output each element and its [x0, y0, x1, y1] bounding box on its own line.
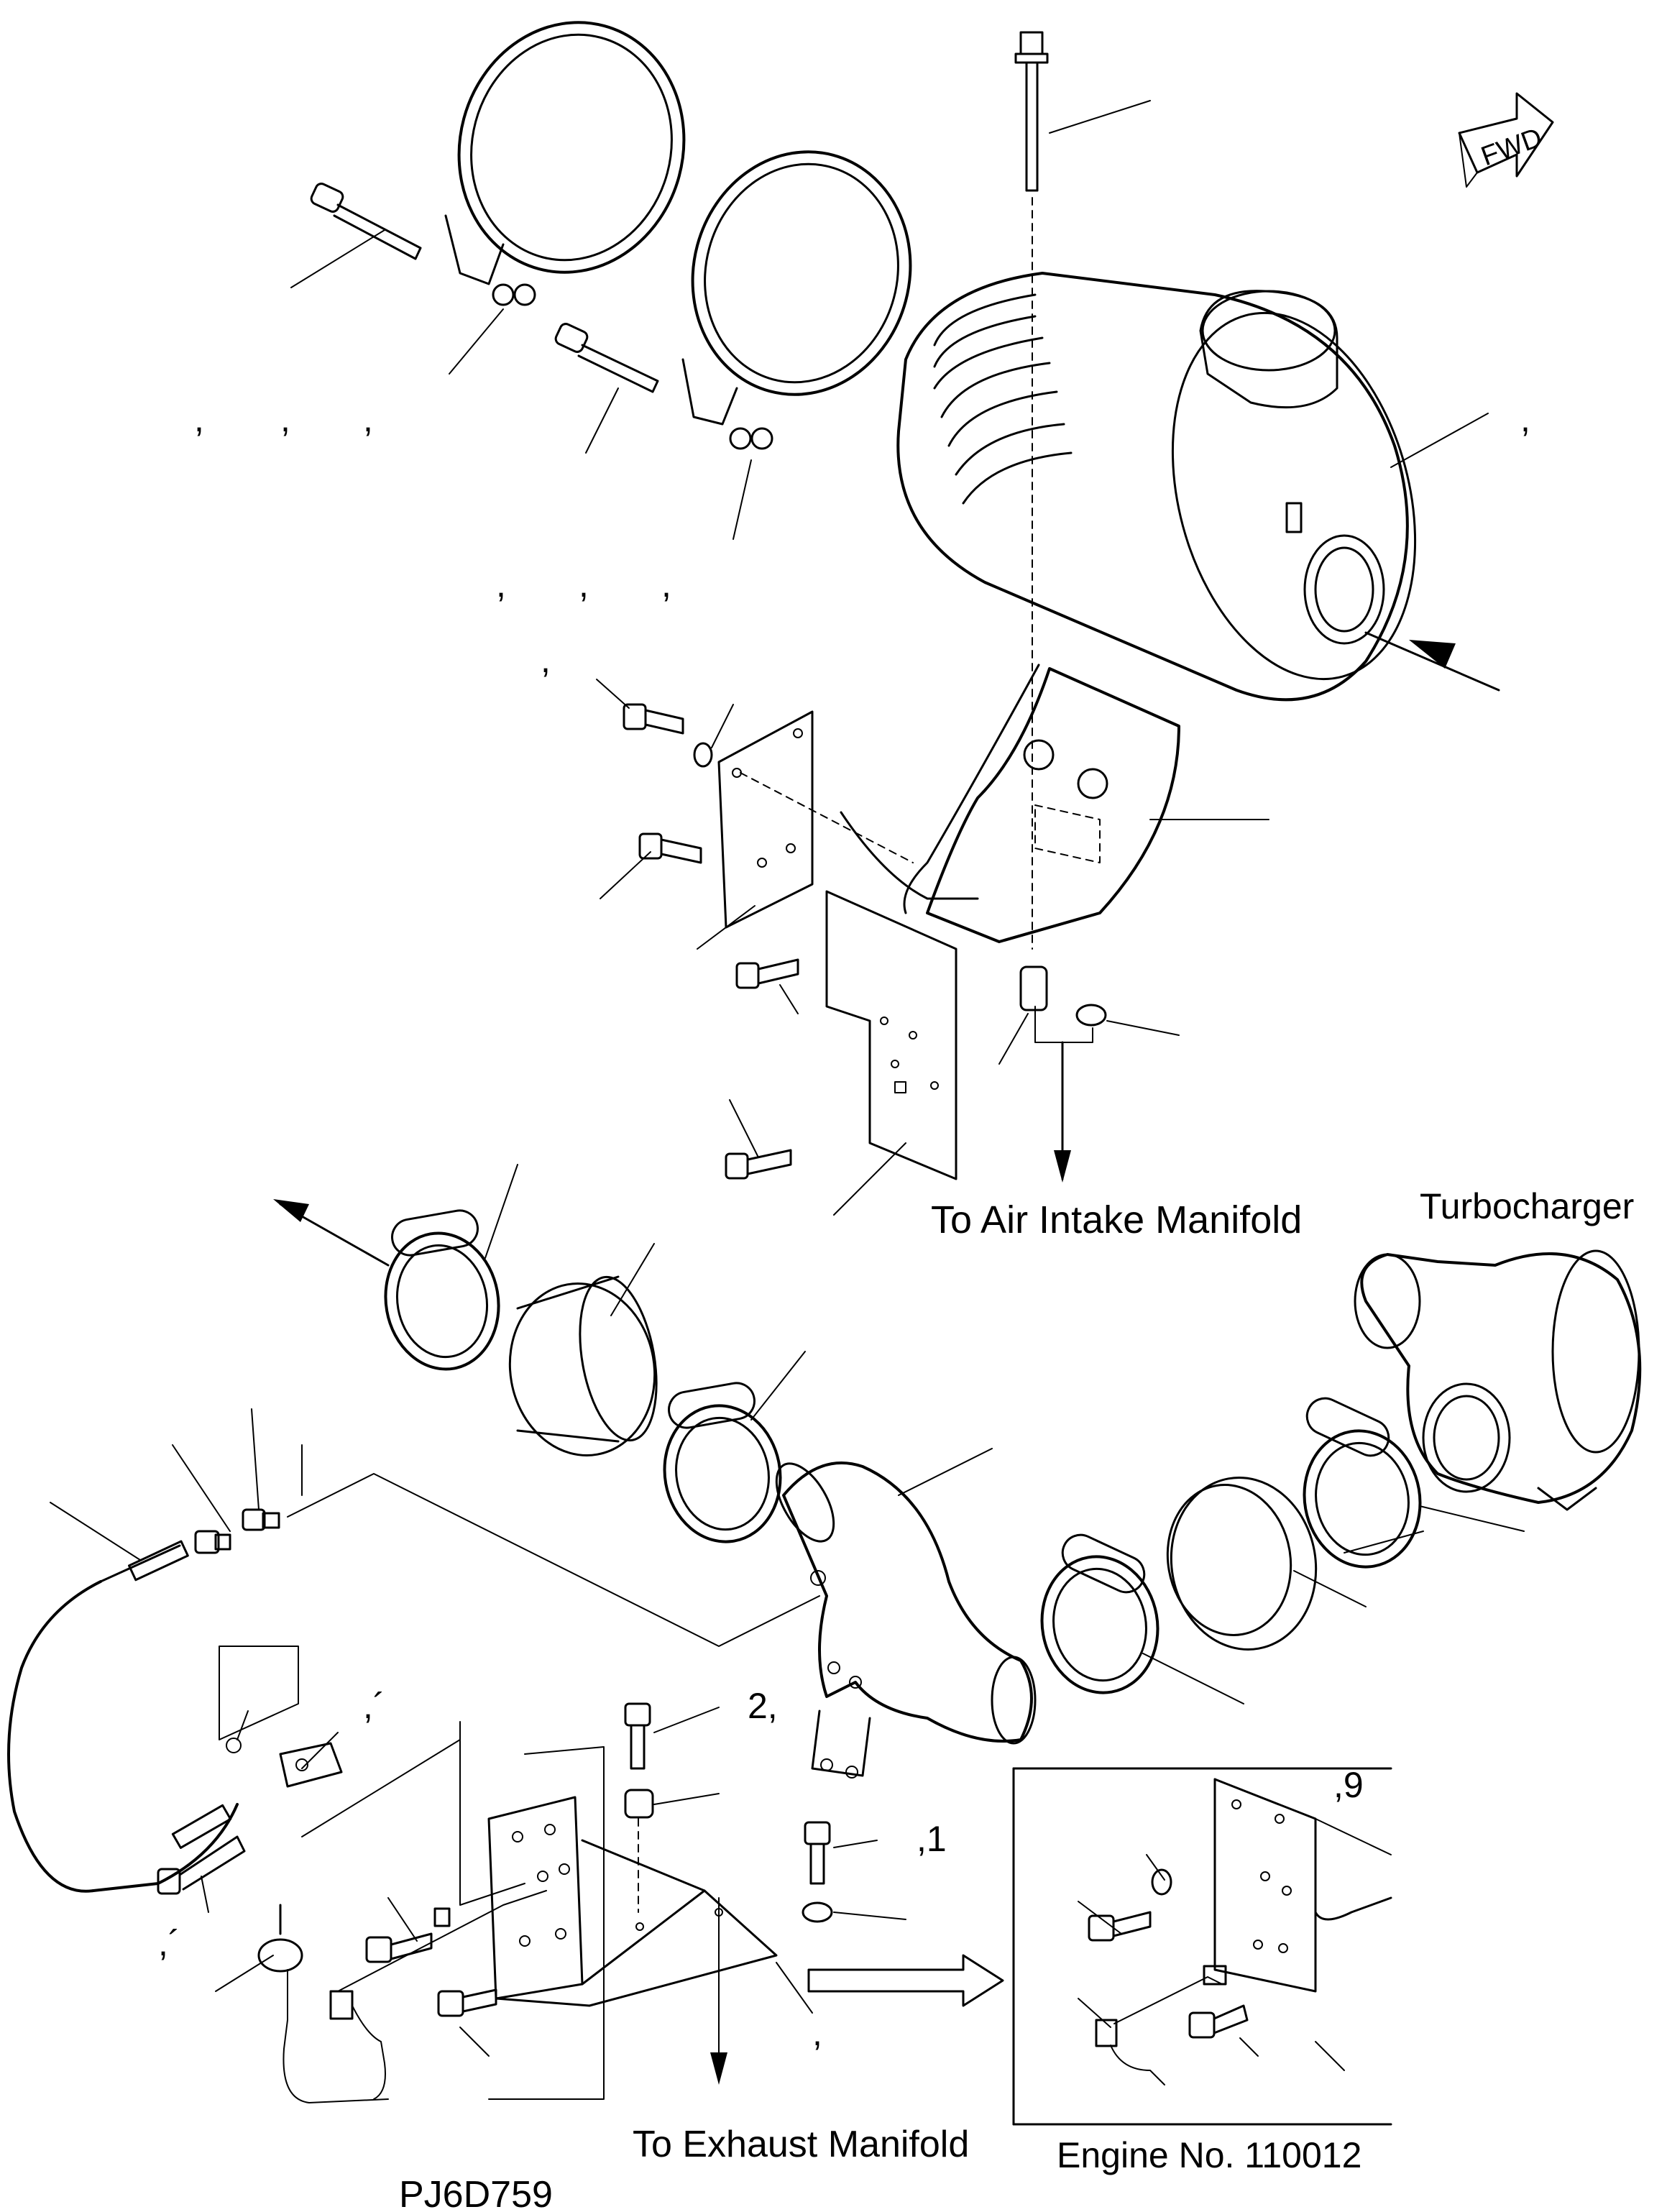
to-air-intake-label: To Air Intake Manifold	[931, 1198, 1302, 1242]
center-washer	[802, 1901, 833, 1923]
switch-inset-frame	[219, 1646, 299, 1740]
washer-1	[693, 742, 713, 768]
leader-lines-upper	[290, 100, 1489, 1216]
callout-mark: ,	[194, 399, 204, 439]
air-cleaner	[896, 272, 1417, 702]
callout-mark: ,1	[917, 1819, 947, 1859]
to-air-intake-arrow	[1034, 1006, 1093, 1183]
drawing-id-label: PJ6D759	[399, 2174, 553, 2212]
inset-frame-lower-center	[301, 1721, 605, 2100]
band-clamp-1	[444, 21, 686, 306]
callout-mark: 2,	[748, 1686, 778, 1726]
rubber-hose-2	[1166, 1477, 1318, 1651]
hose-clamp-2	[663, 1382, 782, 1543]
spacer-collar	[1019, 965, 1048, 1011]
flange-bolt-3	[735, 958, 799, 989]
turbocharger-unit	[1354, 1249, 1642, 1511]
callout-mark: ,	[541, 640, 551, 680]
fwd-label: FWD	[1477, 122, 1546, 172]
hose-clamp-1	[384, 1209, 500, 1371]
fitting-1	[194, 1530, 231, 1554]
turbocharger-label: Turbocharger	[1420, 1186, 1634, 1226]
callout-mark: ,	[812, 2013, 822, 2053]
clamp-bolt-2	[554, 323, 659, 393]
lower-bolt-3	[365, 1932, 433, 1963]
rubber-hose-1	[508, 1275, 658, 1456]
long-mounting-bolt	[1014, 31, 1049, 950]
fitting-2	[242, 1508, 280, 1531]
callout-mark: ,	[496, 564, 506, 605]
flange-bolt-1	[623, 703, 684, 735]
callout-mark: ,	[661, 564, 671, 605]
callout-mark: ,	[579, 564, 589, 605]
sensor-pipe-line	[287, 1444, 820, 1647]
leader-lines-lower	[50, 1164, 1525, 2057]
hose-clamp-3	[1040, 1533, 1159, 1694]
exhaust-bracket	[487, 1796, 778, 2007]
to-exhaust-label: To Exhaust Manifold	[633, 2124, 969, 2165]
callout-mark: ,´	[158, 1923, 180, 1963]
air-cleaner-cradle	[840, 664, 1180, 943]
flange-bolt-2	[638, 832, 702, 864]
pressure-sensor	[257, 1904, 389, 2103]
pressure-switch-block	[226, 1738, 343, 1788]
band-clamp-2	[681, 150, 912, 450]
to-intake-left-arrow	[273, 1199, 390, 1267]
callout-mark: ,9	[1333, 1765, 1364, 1805]
clip-small	[433, 1907, 451, 1927]
center-bolt-2	[804, 1821, 831, 1885]
callout-mark: ,´	[363, 1686, 385, 1726]
engine-variant-inset	[1012, 1767, 1392, 2126]
washer-2	[1075, 1004, 1107, 1027]
flange-bolt-4	[725, 1149, 792, 1180]
center-bolt-1	[624, 1702, 651, 1770]
callout-mark: ,	[1520, 399, 1530, 439]
inlet-arrow	[1364, 631, 1500, 692]
sensor-wire-harness	[329, 1890, 547, 2100]
callout-mark: ,	[363, 399, 373, 439]
hose-clamp-4	[1303, 1397, 1422, 1569]
to-exhaust-arrow	[710, 1897, 727, 2085]
sensor-hose	[7, 1540, 239, 1893]
inset-pointer-arrow	[807, 1954, 1004, 2007]
air-connector-elbow	[775, 1461, 1037, 1779]
mounting-plate	[825, 890, 958, 1180]
mounting-bracket-upper	[717, 710, 914, 929]
sensor-connector-bolt	[157, 1835, 246, 1895]
callout-marks: , , , , , , , , ,´ 2, ,1 ,´ , ,9	[158, 399, 1530, 2053]
center-spacer	[624, 1789, 654, 1913]
callout-mark: ,	[280, 399, 290, 439]
clamp-bolt-1	[310, 183, 422, 260]
fwd-arrow-icon: FWD	[1458, 92, 1554, 188]
lower-bolt-4	[437, 1988, 497, 2017]
engine-number-label: Engine No. 110012	[1057, 2135, 1361, 2175]
